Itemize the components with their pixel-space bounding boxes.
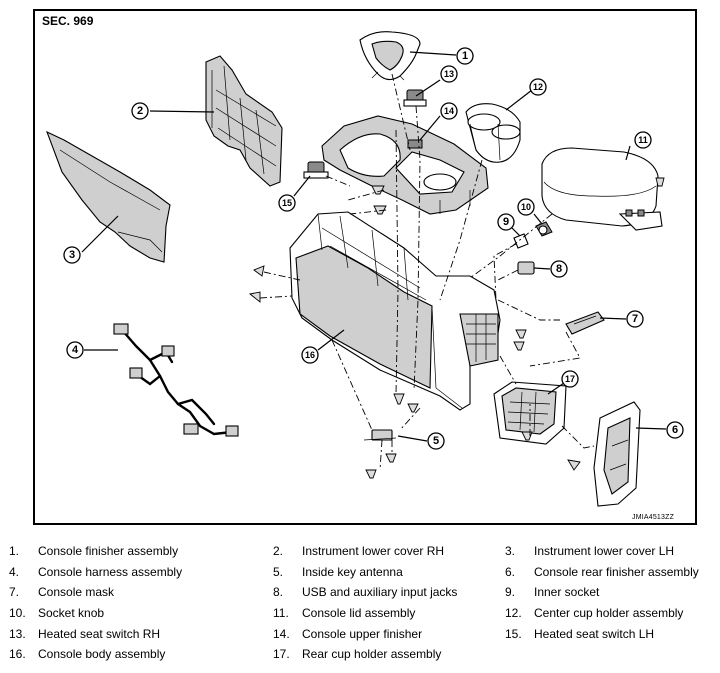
screw-icon	[393, 393, 405, 405]
callout-5: 5	[427, 432, 445, 450]
figure-code: JMIA4513ZZ	[632, 514, 675, 521]
usb-aux-jacks-drawing	[517, 261, 535, 275]
callout-8: 8	[550, 260, 568, 278]
center-cup-holder-assembly-drawing	[465, 103, 521, 163]
callout-2: 2	[131, 102, 149, 120]
inside-key-antenna-drawing	[363, 429, 397, 441]
callout-16: 16	[301, 346, 319, 364]
svg-text:13: 13	[444, 69, 454, 79]
svg-text:7: 7	[632, 313, 638, 325]
svg-text:15: 15	[282, 198, 292, 208]
screw-icon	[365, 469, 377, 479]
instrument-lower-cover-lh-drawing	[46, 130, 171, 263]
socket-knob-drawing	[535, 221, 553, 237]
svg-text:10: 10	[521, 202, 531, 212]
leader-lines	[81, 51, 667, 442]
svg-text:16: 16	[305, 350, 315, 360]
svg-text:17: 17	[565, 374, 575, 384]
screw-icon	[371, 185, 385, 195]
callout-6: 6	[666, 421, 684, 439]
parts-legend: 1.Console finisher assembly 2.Instrument…	[0, 544, 720, 668]
callout-1: 1	[456, 47, 474, 65]
callout-9: 9	[497, 213, 515, 231]
svg-text:6: 6	[672, 424, 678, 436]
legend-row: 13.Heated seat switch RH 14.Console uppe…	[9, 626, 655, 641]
console-body-assembly-drawing	[289, 211, 501, 411]
svg-text:5: 5	[433, 435, 439, 447]
console-lid-assembly-drawing	[541, 147, 663, 231]
callout-15: 15	[278, 194, 296, 212]
callout-17: 17	[561, 370, 579, 388]
callout-13: 13	[440, 65, 458, 83]
console-mask-drawing	[565, 311, 605, 335]
rear-cup-holder-assembly-drawing	[493, 381, 567, 445]
console-harness-assembly-drawing	[113, 323, 239, 437]
screw-icon	[655, 177, 665, 187]
svg-text:11: 11	[638, 135, 648, 145]
callout-4: 4	[66, 341, 84, 359]
svg-text:8: 8	[556, 263, 562, 275]
screw-icon	[407, 403, 419, 413]
callout-14: 14	[440, 102, 458, 120]
screw-icon	[515, 329, 527, 339]
callout-12: 12	[529, 78, 547, 96]
svg-text:2: 2	[137, 105, 143, 117]
legend-row: 1.Console finisher assembly 2.Instrument…	[9, 544, 675, 558]
diagram-frame	[33, 9, 697, 525]
inner-socket-drawing	[513, 233, 529, 249]
svg-text:3: 3	[69, 249, 75, 261]
screw-icon	[373, 205, 387, 215]
screw-icon	[521, 431, 533, 441]
callout-3: 3	[63, 246, 81, 264]
callout-11: 11	[634, 131, 652, 149]
heated-seat-switch-rh-drawing	[403, 89, 427, 107]
console-upper-finisher-drawing	[321, 115, 489, 215]
svg-text:12: 12	[533, 82, 543, 92]
instrument-lower-cover-rh-drawing	[205, 55, 283, 187]
callout-7: 7	[626, 310, 644, 328]
heated-seat-switch-lh-drawing	[303, 161, 329, 179]
legend-row: 16.Console body assembly 17.Rear cup hol…	[9, 647, 442, 662]
screw-icon	[567, 459, 581, 471]
screw-icon	[385, 453, 397, 463]
exploded-view-drawing: 1 2 3 4 5 6 7 8 9 10 11 12 13 14 15 16 1…	[46, 31, 684, 507]
screw-icon	[253, 265, 265, 277]
svg-text:1: 1	[462, 50, 468, 62]
fasteners	[248, 185, 581, 479]
legend-row: 10.Socket knob 11.Console lid assembly 1…	[9, 606, 684, 621]
screw-icon	[248, 291, 261, 303]
assembly-lines	[259, 73, 595, 471]
legend-row: 4.Console harness assembly 5.Inside key …	[9, 564, 699, 579]
screw-icon	[513, 341, 525, 351]
svg-text:4: 4	[72, 344, 79, 356]
section-label: SEC. 969	[42, 14, 94, 28]
console-finisher-assembly-drawing	[359, 31, 421, 81]
svg-text:9: 9	[503, 216, 509, 228]
callout-10: 10	[517, 198, 535, 216]
legend-row: 7.Console mask 8.USB and auxiliary input…	[9, 585, 600, 600]
console-rear-finisher-assembly-drawing	[593, 401, 641, 507]
svg-text:14: 14	[444, 106, 454, 116]
